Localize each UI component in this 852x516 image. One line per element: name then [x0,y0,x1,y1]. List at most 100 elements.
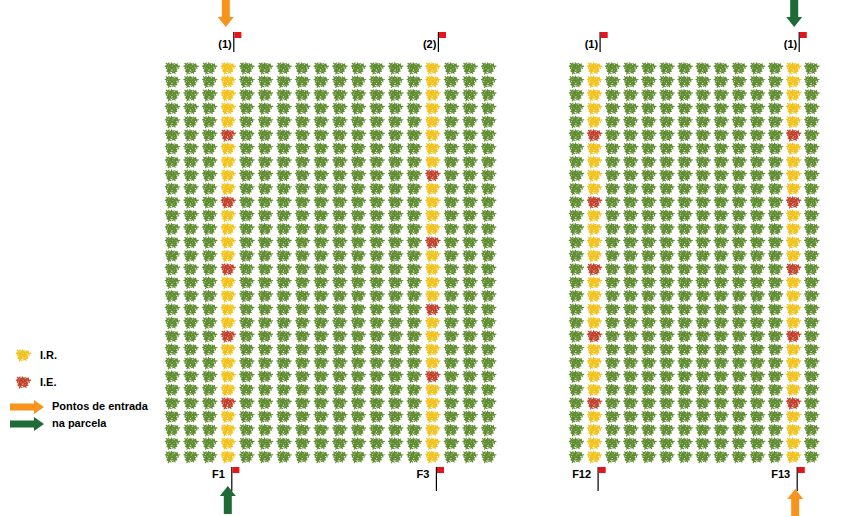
plant-icon [388,425,402,436]
plant-icon [463,130,477,141]
plant-icon [463,76,477,87]
plant-icon [333,451,347,462]
plant-icon [333,304,347,315]
plant-icon [569,425,583,436]
plant-icon [444,116,458,127]
plant-icon [481,425,495,436]
plant-icon [805,103,819,114]
plant-icon [696,76,710,87]
plant-icon [750,358,764,369]
plant-icon [624,143,638,154]
plant-icon [295,197,309,208]
plant-icon [660,237,674,248]
plant-icon [463,157,477,168]
plant-icon [768,371,782,382]
plant-icon [805,264,819,275]
plant-icon [258,371,272,382]
plant-icon [444,183,458,194]
plant-icon [184,277,198,288]
plant-icon [463,224,477,235]
plant-icon [624,277,638,288]
plant-icon [805,76,819,87]
plant-icon [786,331,800,342]
plant-icon [444,264,458,275]
plant-icon [351,344,365,355]
flags [232,32,807,491]
plant-icon [240,277,254,288]
plant-icon [750,384,764,395]
plant-icon [768,250,782,261]
plant-icon [605,371,619,382]
plant-icon [660,76,674,87]
plant-icon [407,157,421,168]
plant-icon [678,398,692,409]
plant-icon [221,331,235,342]
plant-icon [314,304,328,315]
plant-icon [768,425,782,436]
plant-icon [587,197,601,208]
plant-icon [351,183,365,194]
plant-icon [463,183,477,194]
flag [439,32,446,38]
plant-icon [587,451,601,462]
plant-icon [678,304,692,315]
plant-icon [426,224,440,235]
plant-icon [314,76,328,87]
plant-icon [463,210,477,221]
plant-icon [444,398,458,409]
plant-icon [258,425,272,436]
plant-icon [714,371,728,382]
entry-arrow [10,400,44,414]
plant-icon [805,344,819,355]
plant-icon [444,250,458,261]
plant-icon [569,76,583,87]
plant-icon [569,130,583,141]
plant-icon [165,451,179,462]
plant-icon [202,331,216,342]
plant-icon [463,331,477,342]
plant-icon [714,291,728,302]
plant-icon [444,317,458,328]
plant-icon [732,143,746,154]
plant-icon [444,103,458,114]
plant-icon [660,264,674,275]
plant-icon [786,170,800,181]
plant-icon [750,157,764,168]
plant-icon [426,103,440,114]
plant-icon [587,116,601,127]
plant-icon [587,157,601,168]
plant-icon [696,304,710,315]
plant-icon [221,317,235,328]
plant-icon [165,183,179,194]
plant-icon [407,237,421,248]
plant-icon [481,451,495,462]
plant-icon [314,210,328,221]
plant-icon [184,130,198,141]
plant-icon [314,438,328,449]
plant-icon [696,331,710,342]
plant-icon [165,76,179,87]
plant-icon [240,344,254,355]
plant-icon [569,170,583,181]
plant-icon [768,264,782,275]
plant-icon [678,451,692,462]
plant-icon [370,237,384,248]
plant-icon [642,116,656,127]
plant-icon [463,116,477,127]
flag [601,32,608,38]
plant-icon [587,170,601,181]
plant-icon [426,384,440,395]
plant-icon [750,224,764,235]
plant-icon [678,250,692,261]
plant-icon [258,277,272,288]
plant-icon [768,143,782,154]
plant-icon [426,143,440,154]
plant-icon [786,317,800,328]
entry-arrow [218,0,234,27]
plant-icon [202,411,216,422]
plant-icon [444,143,458,154]
plant-icon [295,371,309,382]
plant-icon [426,425,440,436]
plant-icon [481,277,495,288]
plant-icon [388,304,402,315]
